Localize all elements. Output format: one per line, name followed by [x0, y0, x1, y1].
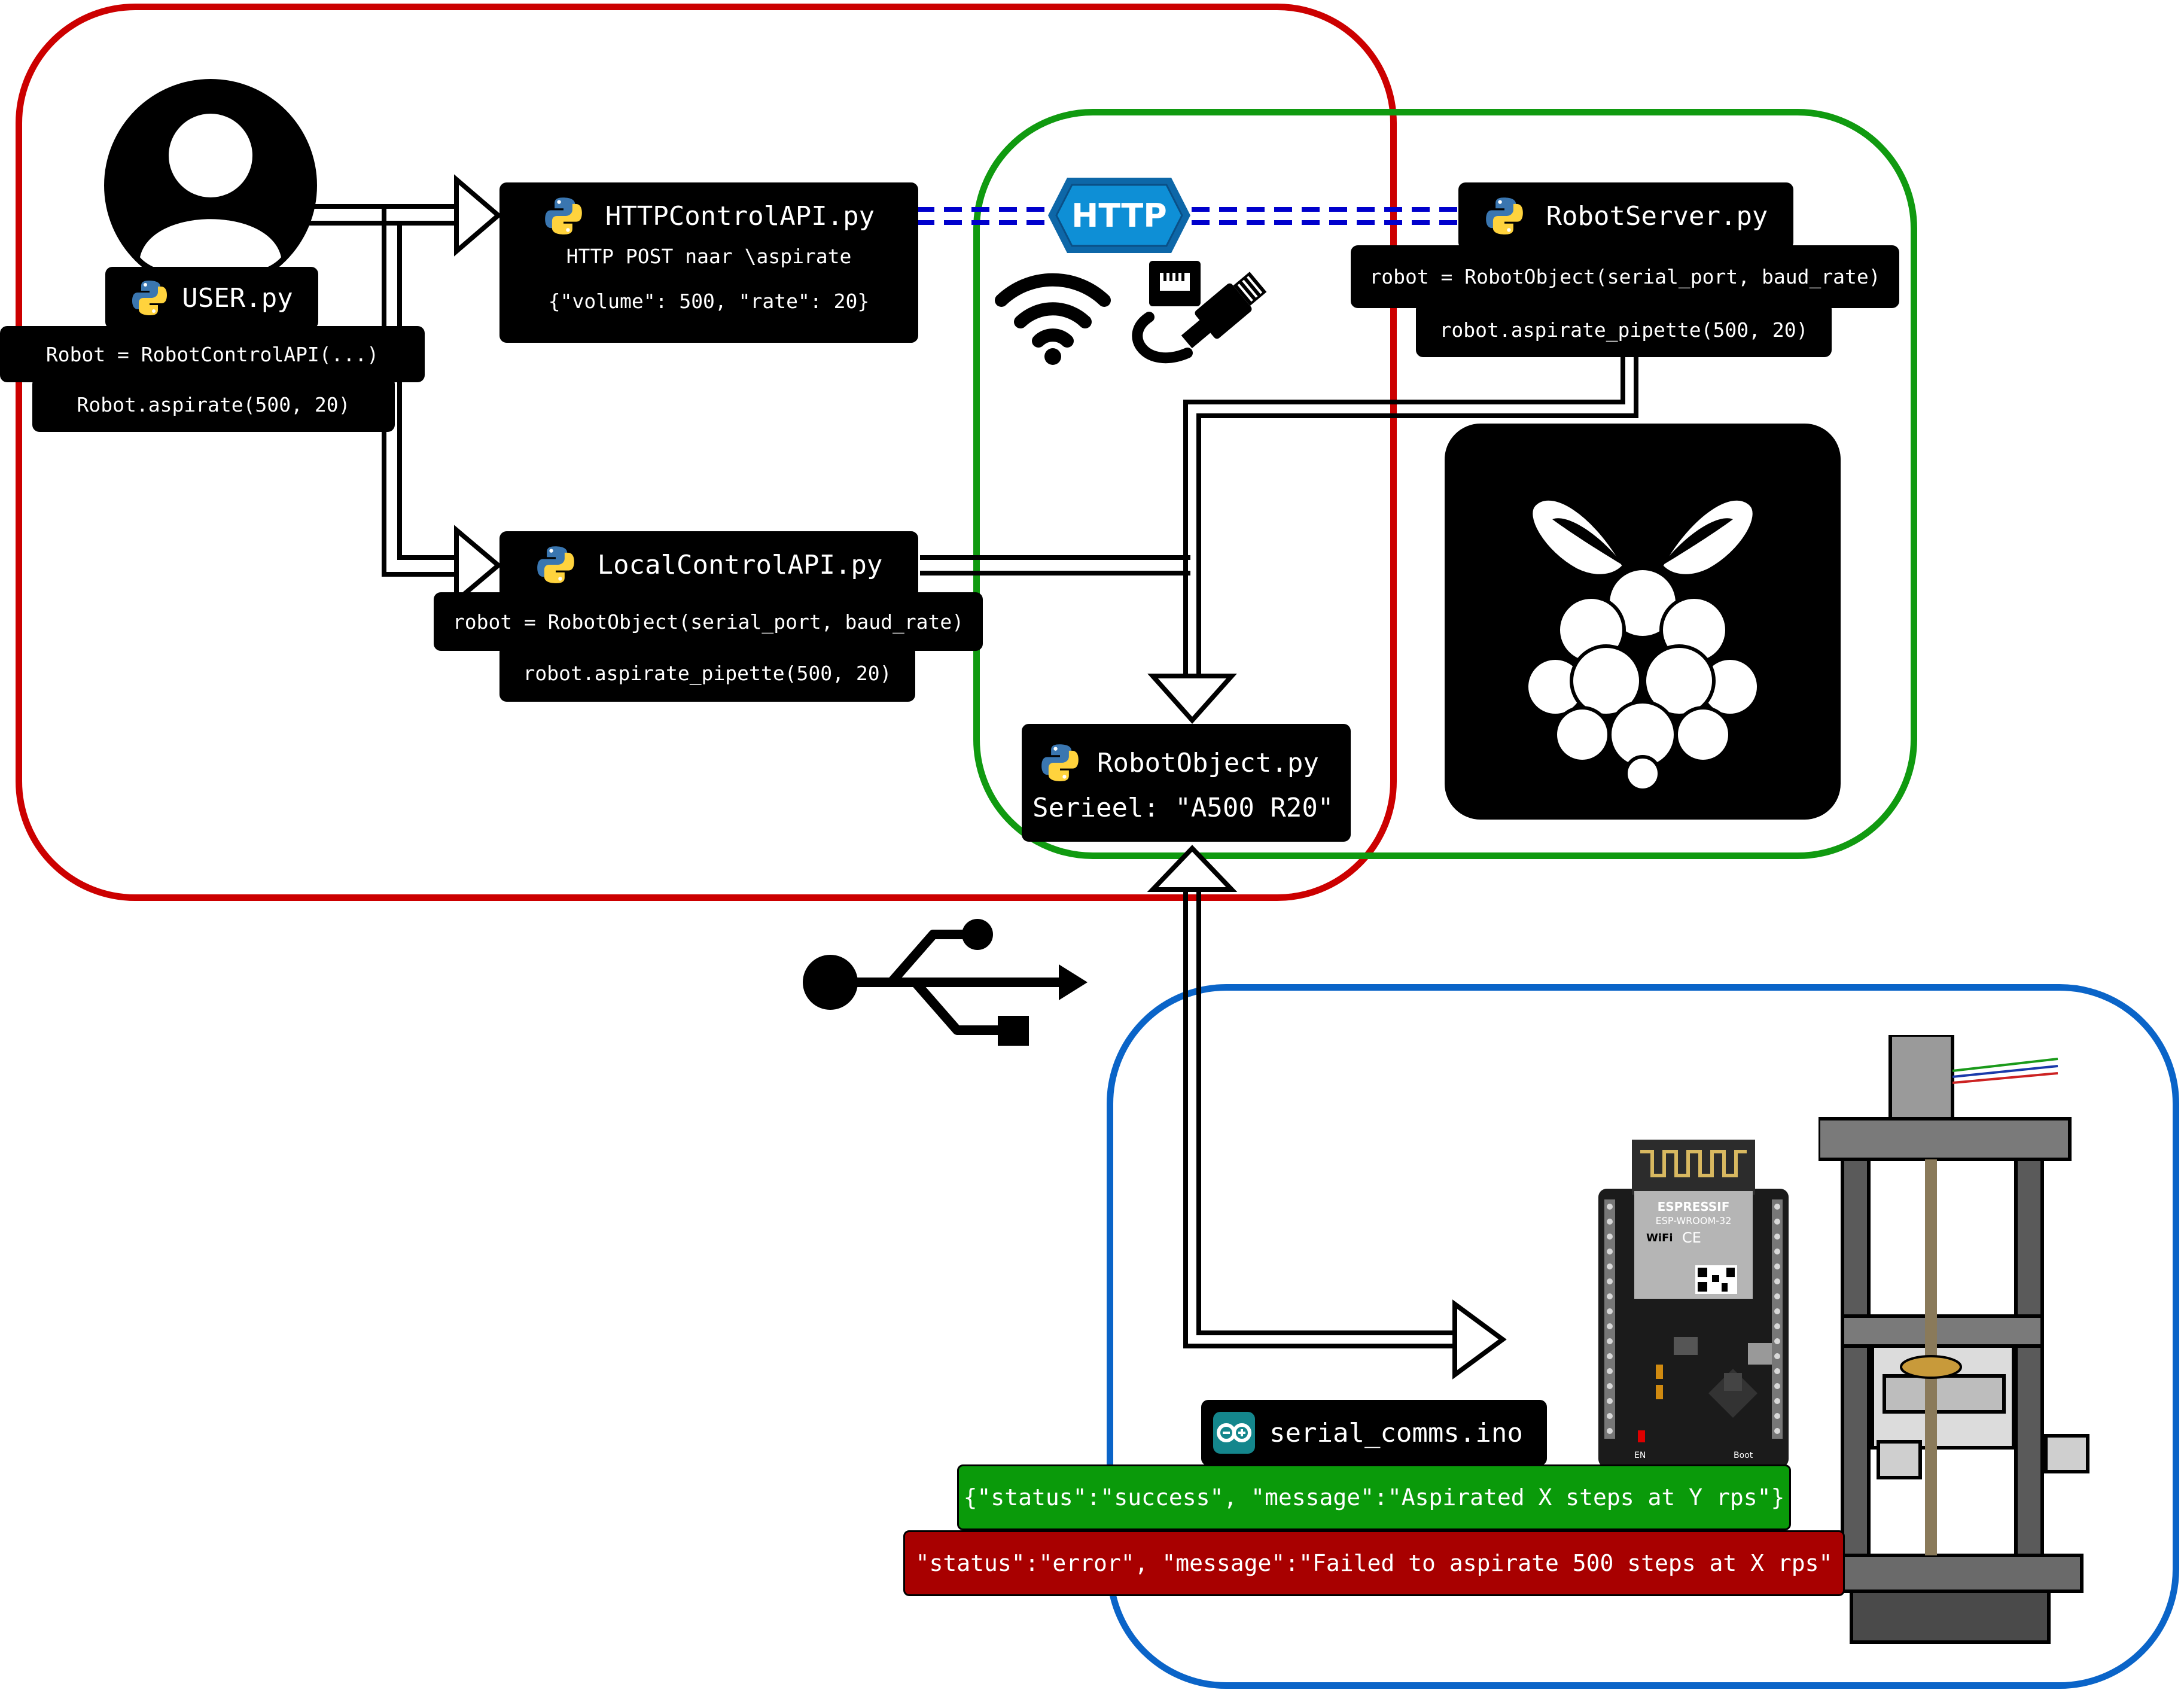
user-side-region [16, 4, 1397, 901]
robot-server-code-line-1: robot = RobotObject(serial_port, baud_ra… [1351, 245, 1899, 308]
robot-server-code-line-2: robot.aspirate_pipette(500, 20) [1416, 302, 1832, 357]
user-code-line-2: Robot.aspirate(500, 20) [32, 377, 395, 432]
local-api-code-line-2: robot.aspirate_pipette(500, 20) [499, 645, 915, 702]
http-api-file-name: HTTPControlAPI.py [605, 200, 875, 232]
user-file-name: USER.py [182, 282, 293, 313]
python-icon [132, 281, 167, 315]
ethernet-icon [1128, 257, 1271, 365]
esp32-board: ESPRESSIF ESP-WROOM-32 WiFi CE EN Boot [1598, 1140, 1789, 1467]
robot-object-file: RobotObject.py Serieel: "A500 R20" [1022, 724, 1351, 842]
serial-comms-file-name: serial_comms.ino [1269, 1417, 1523, 1448]
http-api-file: HTTPControlAPI.py HTTP POST naar \aspira… [499, 182, 918, 343]
user-avatar-icon [103, 78, 318, 293]
esp32-model-label: ESP-WROOM-32 [1655, 1215, 1732, 1226]
arduino-icon [1213, 1412, 1255, 1454]
http-api-code-line-2: {"volume": 500, "rate": 20} [548, 290, 870, 313]
local-api-code-line-1: robot = RobotObject(serial_port, baud_ra… [434, 592, 983, 651]
serial-comms-file-title: serial_comms.ino [1201, 1400, 1547, 1466]
user-code-line-1: Robot = RobotControlAPI(...) [0, 326, 425, 382]
python-icon [1485, 197, 1523, 235]
python-icon [537, 546, 574, 583]
error-response: "status":"error", "message":"Failed to a… [903, 1530, 1845, 1596]
http-badge: HTTP [1047, 176, 1192, 254]
python-icon [545, 197, 582, 235]
robot-object-file-name: RobotObject.py [1097, 747, 1319, 778]
robot-server-file-title: RobotServer.py [1458, 182, 1793, 249]
usb-icon [802, 915, 1089, 1047]
esp32-wifi-label: WiFi [1646, 1232, 1673, 1244]
local-api-file-name: LocalControlAPI.py [597, 549, 883, 580]
esp32-ce-label: CE [1682, 1229, 1701, 1246]
wifi-icon [993, 269, 1113, 365]
esp32-brand-label: ESPRESSIF [1657, 1199, 1730, 1214]
raspberry-pi-region [973, 109, 1917, 859]
raspberry-pi-icon [1445, 424, 1841, 820]
robot-server-file-name: RobotServer.py [1546, 200, 1768, 232]
http-api-code-line-1: HTTP POST naar \aspirate [566, 245, 852, 268]
http-badge-label: HTTP [1071, 196, 1167, 235]
robot-object-serial-line: Serieel: "A500 R20" [1032, 793, 1334, 823]
success-response: {"status":"success", "message":"Aspirate… [957, 1464, 1791, 1530]
device-region [1107, 984, 2179, 1689]
esp32-en-label: EN [1634, 1451, 1646, 1460]
pipette-actuator [1817, 1033, 2106, 1645]
local-api-file-title: LocalControlAPI.py [499, 531, 918, 598]
esp32-boot-label: Boot [1734, 1451, 1753, 1460]
python-icon [1041, 744, 1079, 781]
user-file-title: USER.py [105, 267, 318, 329]
